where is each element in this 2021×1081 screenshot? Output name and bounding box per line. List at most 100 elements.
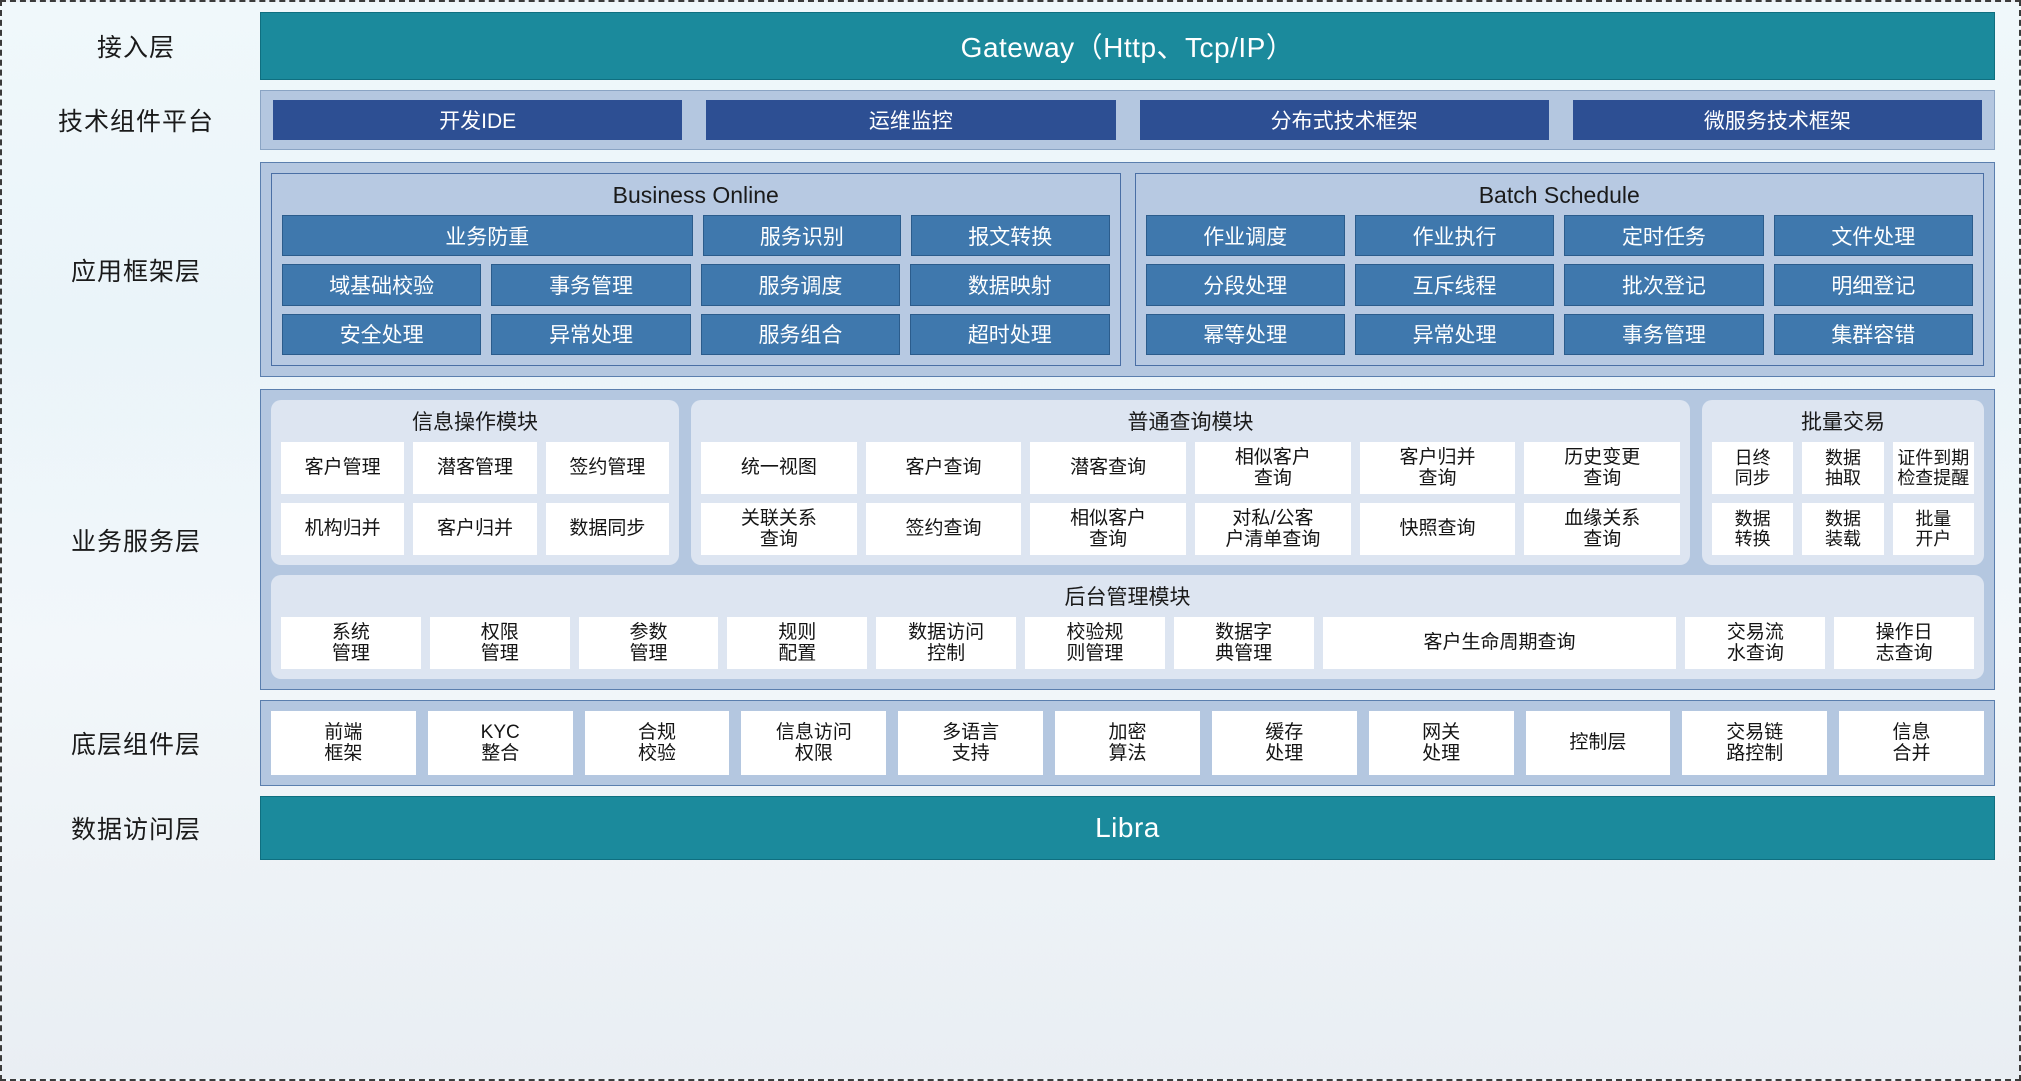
module-cell[interactable]: 关联关系查询 — [701, 503, 857, 555]
app-framework-band: Business Online 业务防重 服务识别 报文转换 域基础校验 事务管… — [260, 162, 1995, 377]
framework-cell[interactable]: 超时处理 — [910, 313, 1110, 355]
framework-cell[interactable]: 业务防重 — [282, 215, 693, 257]
framework-cell[interactable]: 服务调度 — [700, 264, 901, 306]
module-cell[interactable]: 客户生命周期查询 — [1322, 617, 1677, 669]
module-cell[interactable]: 统一视图 — [701, 442, 857, 494]
module-cell[interactable]: 血缘关系查询 — [1524, 503, 1681, 555]
module-cell[interactable]: 参数管理 — [578, 617, 719, 669]
component-cell[interactable]: 多语言支持 — [898, 711, 1044, 775]
framework-cell[interactable]: 批次登记 — [1564, 264, 1764, 306]
framework-group-title: Batch Schedule — [1478, 182, 1640, 208]
tech-chip-microservice-framework[interactable]: 微服务技术框架 — [1572, 100, 1982, 140]
framework-group-business-online: Business Online 业务防重 服务识别 报文转换 域基础校验 事务管… — [271, 173, 1121, 366]
module-cell[interactable]: 相似客户查询 — [1195, 442, 1351, 494]
module-cell[interactable]: 校验规则管理 — [1024, 617, 1165, 669]
module-cell[interactable]: 签约管理 — [545, 442, 669, 494]
component-cell[interactable]: 信息合并 — [1839, 711, 1984, 775]
module-cell[interactable]: 客户管理 — [281, 442, 405, 494]
framework-cell[interactable]: 异常处理 — [1354, 313, 1555, 355]
layer-body-tech: 开发IDE 运维监控 分布式技术框架 微服务技术框架 — [260, 90, 1995, 150]
component-cell[interactable]: 网关处理 — [1368, 711, 1514, 775]
module-row: 统一视图 客户查询 潜客查询 相似客户查询 客户归并查询 历史变更查询 — [701, 442, 1681, 494]
component-cell[interactable]: 信息访问权限 — [741, 711, 887, 775]
framework-cell[interactable]: 定时任务 — [1564, 215, 1764, 257]
module-cell[interactable]: 相似客户查询 — [1030, 503, 1187, 555]
framework-cell[interactable]: 分段处理 — [1145, 264, 1345, 306]
layer-row-access: 接入层 Gateway（Http、Tcp/IP） — [12, 12, 1995, 80]
module-cell[interactable]: 机构归并 — [281, 503, 405, 555]
module-cell[interactable]: 数据访问控制 — [876, 617, 1016, 669]
framework-cell[interactable]: 明细登记 — [1773, 264, 1973, 306]
module-cell[interactable]: 客户归并 — [413, 503, 537, 555]
framework-cell[interactable]: 集群容错 — [1773, 313, 1973, 355]
backoffice-module-row: 后台管理模块 系统管理 权限管理 参数管理 规则配置 数据访问控制 校验规则管理… — [271, 575, 1984, 679]
module-cell[interactable]: 客户归并查询 — [1359, 442, 1516, 494]
module-cell[interactable]: 潜客查询 — [1030, 442, 1187, 494]
framework-cell[interactable]: 作业调度 — [1145, 215, 1345, 257]
framework-group-title: Business Online — [612, 182, 779, 208]
framework-cell[interactable]: 互斥线程 — [1354, 264, 1555, 306]
framework-cell[interactable]: 作业执行 — [1354, 215, 1555, 257]
module-cell[interactable]: 数据同步 — [545, 503, 669, 555]
module-grid: 客户管理 潜客管理 签约管理 机构归并 客户归并 数据同步 — [281, 442, 669, 555]
module-cell[interactable]: 数据抽取 — [1802, 442, 1884, 494]
tech-chip-ide[interactable]: 开发IDE — [273, 100, 683, 140]
module-cell[interactable]: 交易流水查询 — [1685, 617, 1826, 669]
framework-cell[interactable]: 幂等处理 — [1145, 313, 1345, 355]
module-card-info-operations: 信息操作模块 客户管理 潜客管理 签约管理 机构归并 客户归并 数据同步 — [271, 400, 679, 565]
module-card-backoffice: 后台管理模块 系统管理 权限管理 参数管理 规则配置 数据访问控制 校验规则管理… — [271, 575, 1984, 679]
framework-cell[interactable]: 服务识别 — [702, 215, 902, 257]
module-cell[interactable]: 操作日志查询 — [1834, 617, 1975, 669]
component-cell[interactable]: 前端框架 — [271, 711, 416, 775]
gateway-bar[interactable]: Gateway（Http、Tcp/IP） — [260, 12, 1995, 80]
framework-cell[interactable]: 事务管理 — [491, 264, 691, 306]
component-cell[interactable]: 控制层 — [1525, 711, 1671, 775]
module-cell[interactable]: 日终同步 — [1712, 442, 1794, 494]
module-cell[interactable]: 快照查询 — [1359, 503, 1516, 555]
business-service-band: 信息操作模块 客户管理 潜客管理 签约管理 机构归并 客户归并 数据同步 — [260, 389, 1995, 690]
tech-chip-distributed-framework[interactable]: 分布式技术框架 — [1139, 100, 1549, 140]
spacer — [12, 80, 1995, 90]
module-cell[interactable]: 对私/公客户清单查询 — [1195, 503, 1351, 555]
module-row: 日终同步 数据抽取 证件到期检查提醒 — [1712, 442, 1974, 494]
module-cell[interactable]: 规则配置 — [727, 617, 868, 669]
layer-label-appfw: 应用框架层 — [70, 257, 201, 286]
module-cell[interactable]: 批量开户 — [1892, 503, 1974, 555]
module-cell[interactable]: 权限管理 — [429, 617, 570, 669]
component-cell[interactable]: 交易链路控制 — [1682, 711, 1828, 775]
spacer — [12, 786, 1995, 796]
module-cell[interactable]: 数据字典管理 — [1173, 617, 1314, 669]
module-cell[interactable]: 数据装载 — [1802, 503, 1884, 555]
tech-chip-ops-monitor[interactable]: 运维监控 — [706, 100, 1116, 140]
framework-cell[interactable]: 数据映射 — [910, 264, 1110, 306]
module-cell[interactable]: 历史变更查询 — [1524, 442, 1681, 494]
module-cell[interactable]: 客户查询 — [865, 442, 1022, 494]
module-cell[interactable]: 证件到期检查提醒 — [1892, 442, 1974, 494]
framework-cell[interactable]: 事务管理 — [1564, 313, 1764, 355]
framework-cell[interactable]: 服务组合 — [700, 313, 901, 355]
framework-cell[interactable]: 报文转换 — [911, 215, 1110, 257]
layer-body-dataacc: Libra — [260, 796, 1995, 860]
layer-body-appfw: Business Online 业务防重 服务识别 报文转换 域基础校验 事务管… — [260, 162, 1995, 377]
component-cell[interactable]: 合规校验 — [584, 711, 730, 775]
module-cell[interactable]: 系统管理 — [281, 617, 421, 669]
component-cell[interactable]: 加密算法 — [1055, 711, 1200, 775]
framework-cell[interactable]: 文件处理 — [1773, 215, 1973, 257]
component-cell[interactable]: 缓存处理 — [1211, 711, 1357, 775]
module-row: 机构归并 客户归并 数据同步 — [281, 503, 669, 555]
framework-cell[interactable]: 安全处理 — [282, 313, 482, 355]
layer-label-bizsvc: 业务服务层 — [70, 527, 201, 556]
spacer — [12, 377, 1995, 389]
module-cell[interactable]: 数据转换 — [1712, 503, 1794, 555]
framework-cell[interactable]: 域基础校验 — [282, 264, 482, 306]
module-cell[interactable]: 签约查询 — [865, 503, 1022, 555]
spacer — [12, 690, 1995, 700]
framework-cell[interactable]: 异常处理 — [491, 313, 691, 355]
module-cell[interactable]: 潜客管理 — [413, 442, 537, 494]
framework-group-batch-schedule: Batch Schedule 作业调度 作业执行 定时任务 文件处理 分段处理 … — [1134, 173, 1984, 366]
libra-bar[interactable]: Libra — [260, 796, 1995, 860]
module-title: 后台管理模块 — [1064, 586, 1191, 609]
